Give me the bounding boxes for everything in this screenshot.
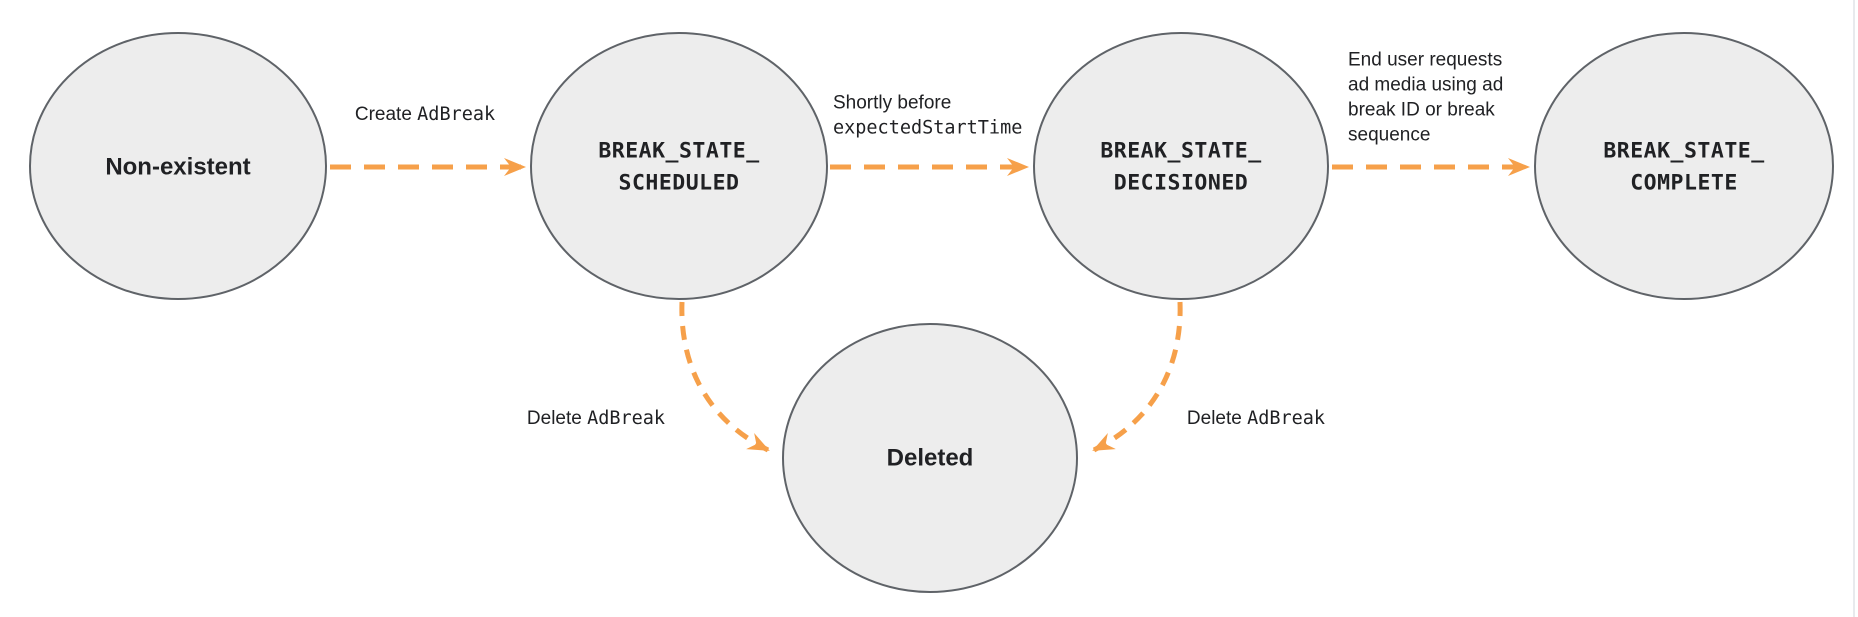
edge-complete-label-line3: break ID or break [1348,100,1495,121]
node-break-state-complete: BREAK_STATE_ COMPLETE [1534,32,1834,300]
edge-decision-label-line1: Shortly before [833,93,951,114]
edge-create-label: Create AdBreak [355,104,495,125]
edge-complete-label-line1: End user requests [1348,50,1502,71]
node-break-state-scheduled-ellipse [530,32,828,300]
node-break-state-decisioned-label-line1: BREAK_STATE_ [1100,139,1261,164]
edge-complete-label-line2: ad media using ad [1348,75,1503,96]
node-break-state-decisioned-label-line2: DECISIONED [1114,171,1248,196]
node-break-state-scheduled: BREAK_STATE_ SCHEDULED [530,32,828,300]
node-break-state-scheduled-label-line2: SCHEDULED [619,171,740,196]
node-break-state-scheduled-label-line1: BREAK_STATE_ [598,139,759,164]
node-break-state-complete-label-line2: COMPLETE [1630,171,1738,196]
node-deleted: Deleted [782,323,1078,593]
edge-delete-from-scheduled-label-code: AdBreak [587,408,665,429]
node-break-state-decisioned: BREAK_STATE_ DECISIONED [1033,32,1329,300]
node-deleted-label: Deleted [887,445,974,472]
edge-delete-from-scheduled-label-text: Delete [527,408,587,429]
edge-delete-from-scheduled-arrow [679,301,770,453]
edge-complete-label-line4: sequence [1348,125,1430,146]
node-break-state-decisioned-ellipse [1033,32,1329,300]
edges-group [330,158,1530,453]
edge-delete-from-decisioned-label: Delete AdBreak [1187,408,1325,429]
edge-create-label-code: AdBreak [417,104,495,125]
edge-labels-group: Create AdBreak Shortly before expectedSt… [355,50,1503,429]
node-break-state-complete-ellipse [1534,32,1834,300]
node-deleted-ellipse [782,323,1078,593]
edge-delete-from-decisioned-label-text: Delete [1187,408,1247,429]
edge-delete-from-decisioned-arrow [1092,301,1183,453]
node-break-state-complete-label-line1: BREAK_STATE_ [1603,139,1764,164]
edge-delete-from-decisioned-label-code: AdBreak [1247,408,1325,429]
node-non-existent: Non-existent [29,32,327,300]
edge-create-label-text: Create [355,104,417,125]
node-non-existent-ellipse [29,32,327,300]
edge-delete-from-scheduled-label: Delete AdBreak [527,408,665,429]
node-non-existent-label: Non-existent [105,154,250,181]
edge-decision-label-code: expectedStartTime [833,118,1022,139]
